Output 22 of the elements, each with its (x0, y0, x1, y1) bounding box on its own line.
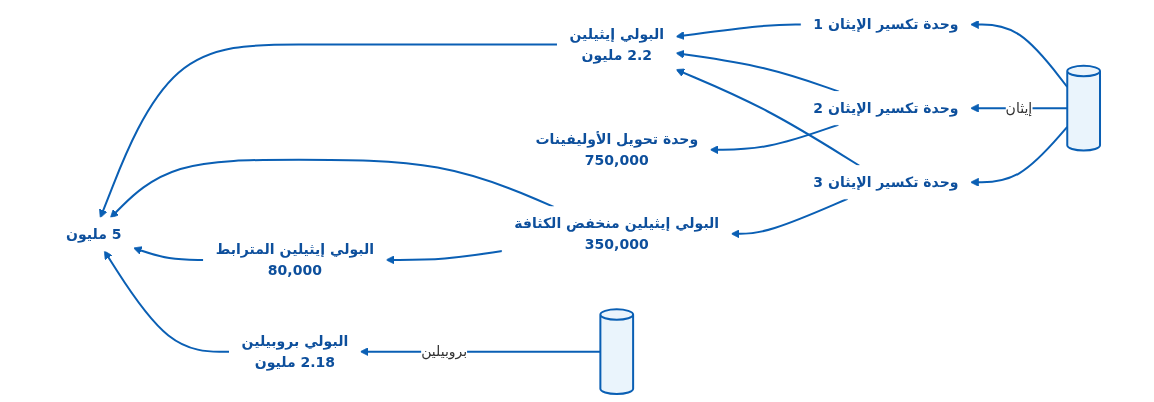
arrow (675, 49, 840, 93)
node-cylinder (599, 308, 635, 395)
arrow (730, 197, 849, 239)
arrow (970, 125, 1069, 187)
arrow (385, 250, 504, 265)
node-text: 5 مليون (66, 225, 122, 242)
node-text: وحدة تكسير الإيثان 3 (813, 173, 959, 190)
arrow (675, 23, 803, 40)
node-text: وحدة تكسير الإيثان 1 (813, 16, 959, 33)
edge-label: بروبيلين (421, 343, 468, 360)
node-text: وحدة تكسير الإيثان 2 (813, 99, 959, 116)
arrow (675, 68, 861, 167)
arrow (103, 250, 231, 353)
node-text: البولي إيثيلين 2.2 مليون (569, 25, 664, 63)
arrow (99, 43, 559, 219)
node-text: البولي بروبيلين 2.18 مليون (241, 332, 349, 370)
arrow (970, 20, 1069, 88)
arrow (109, 158, 555, 219)
arrow (133, 246, 205, 261)
edge-label: إيثان (1005, 99, 1033, 116)
arrow (709, 123, 840, 155)
node-cylinder (1066, 64, 1101, 152)
